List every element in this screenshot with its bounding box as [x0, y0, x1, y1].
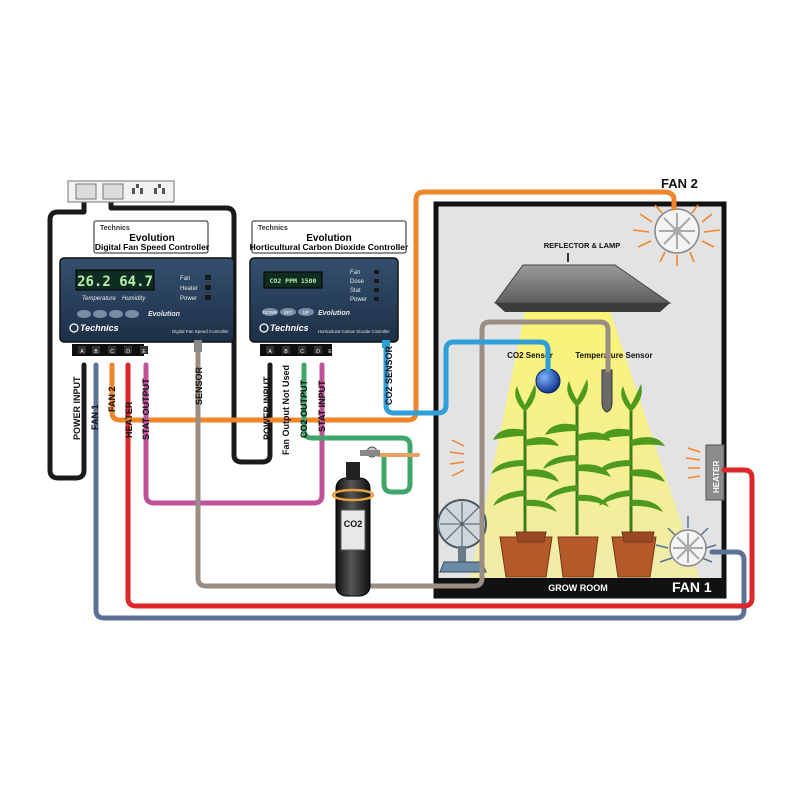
plants: [491, 377, 667, 578]
label-fan2: FAN 2: [107, 386, 117, 412]
co2-cylinder-label: CO2: [344, 519, 363, 529]
power-strip: [67, 180, 175, 203]
wire-labels: POWER INPUT FAN 1 FAN 2 HEATER STAT OUTP…: [72, 345, 394, 455]
co2-sensor-icon: [535, 368, 561, 394]
controller-left-logo: Technics: [69, 323, 119, 333]
reflector-rim: [495, 303, 670, 312]
controller-left-titlebox: [93, 220, 209, 254]
co2-sensor-label: CO2 Sensor: [507, 351, 553, 360]
temperature-sensor-label: Temperature Sensor: [575, 351, 652, 360]
controller-left-label-temperature: Temperature: [82, 296, 116, 302]
wires: [47, 189, 755, 621]
controller-right-port-c: C: [300, 349, 304, 355]
temperature-sensor-icon: [601, 369, 613, 413]
fan1: [655, 516, 717, 567]
controller-right-brand: Technics: [258, 225, 288, 232]
label-sensor: SENSOR: [194, 366, 204, 405]
svg-text:Technics: Technics: [270, 323, 309, 333]
controller-right-port-a: A: [268, 349, 272, 355]
controller-right-indicator-fan: Fan: [350, 270, 360, 276]
controller-left-indicator-heater: Heater: [180, 286, 198, 292]
grow-room-floor: [436, 578, 724, 596]
label-co2-sensor: CO2 SENSOR: [384, 345, 394, 405]
controller-right-indicator-power: Power: [350, 297, 367, 303]
fan2-airflow-arrows: [632, 204, 721, 266]
heater-room-label: HEATER: [712, 460, 721, 493]
controller-right-button-up: UP: [303, 310, 309, 315]
reflector-label: REFLECTOR & LAMP: [544, 241, 621, 250]
temperature-sensor-unit: Temperature Sensor: [575, 351, 653, 413]
controller-right-logo: Technics: [259, 323, 309, 333]
controller-left-port-e: E: [142, 349, 146, 355]
controller-right-footer: Horticultural Carbon Dioxide Controller: [318, 329, 390, 334]
controller-left-footer: Digital Fan Speed Controller: [172, 329, 229, 334]
controller-left-port-a: A: [80, 349, 84, 355]
controller-right-subtitle: Horticultural Carbon Dioxide Controller: [250, 242, 409, 252]
controller-right-port-e: E: [328, 349, 332, 355]
fan-speed-controller: Technics Evolution Digital Fan Speed Con…: [59, 220, 235, 356]
plant-pots: [499, 531, 657, 578]
controller-left-port-d: D: [126, 349, 130, 355]
label-power-input-1: POWER INPUT: [72, 376, 82, 440]
heater-heat-arrows: [685, 447, 701, 479]
label-co2-output: CO2 OUTPUT: [299, 379, 309, 438]
heater-unit: HEATER: [685, 444, 725, 501]
controller-right-button-set: SET: [284, 310, 293, 315]
controller-right-indicator-stat: Stat: [350, 288, 361, 294]
oscillating-fan: [437, 499, 487, 573]
fan1-airflow-arrows: [655, 516, 717, 563]
label-heater: HEATER: [124, 401, 134, 438]
controller-right-button-down: DOWN: [263, 310, 277, 315]
controller-right-model: Evolution: [318, 310, 350, 317]
controller-left-indicator-power: Power: [180, 296, 197, 302]
controller-right-indicator-dose: Dose: [350, 279, 365, 285]
fan1-room-label: FAN 1: [672, 579, 712, 595]
label-power-input-2: POWER INPUT: [262, 376, 272, 440]
controller-left-indicator-fan: Fan: [180, 276, 190, 282]
label-fan-output-not-used: Fan Output Not Used: [281, 365, 291, 455]
fan2-label: FAN 2: [661, 176, 698, 191]
label-stat-output: STAT OUTPUT: [141, 378, 151, 440]
controller-left-model: Evolution: [148, 311, 180, 318]
controller-left-lcd: [75, 269, 155, 291]
controller-left-port-c: C: [110, 349, 114, 355]
controller-left-lcd-text: 26.2 64.7: [77, 274, 153, 290]
label-stat-input: STAT INPUT: [317, 380, 327, 432]
co2-cylinder: CO2: [331, 446, 380, 597]
grow-room-label: GROW ROOM: [548, 583, 608, 593]
controller-right-ports: [260, 344, 332, 356]
controller-right-titlebox: [251, 220, 407, 254]
co2-outlet-arrows: [449, 439, 465, 477]
controller-right-lcd: [263, 271, 323, 289]
label-fan1: FAN 1: [90, 404, 100, 430]
controller-right-port-b: B: [284, 349, 288, 355]
lamp-light-beam: [470, 312, 700, 578]
controller-right-buttons: [262, 308, 314, 316]
controller-left-port-b: B: [94, 349, 98, 355]
controller-right-lcd-text: CO2 PPM 1500: [270, 277, 317, 285]
co2-controller: Technics Evolution Horticultural Carbon …: [249, 220, 409, 356]
controller-right-title: Evolution: [306, 233, 352, 244]
fan2: FAN 2: [632, 176, 721, 266]
svg-text:Technics: Technics: [80, 323, 119, 333]
controller-left-subtitle: Digital Fan Speed Controller: [95, 242, 210, 252]
plant: [491, 384, 559, 540]
controller-right-port-d: D: [316, 349, 320, 355]
controller-left-buttons: [77, 310, 139, 318]
controller-left-title: Evolution: [129, 233, 175, 244]
controller-left-label-humidity: Humidity: [122, 296, 146, 302]
reflector-lamp: REFLECTOR & LAMP: [494, 241, 672, 312]
controller-left-ports: [72, 344, 148, 356]
controller-left-brand: Technics: [100, 225, 130, 232]
